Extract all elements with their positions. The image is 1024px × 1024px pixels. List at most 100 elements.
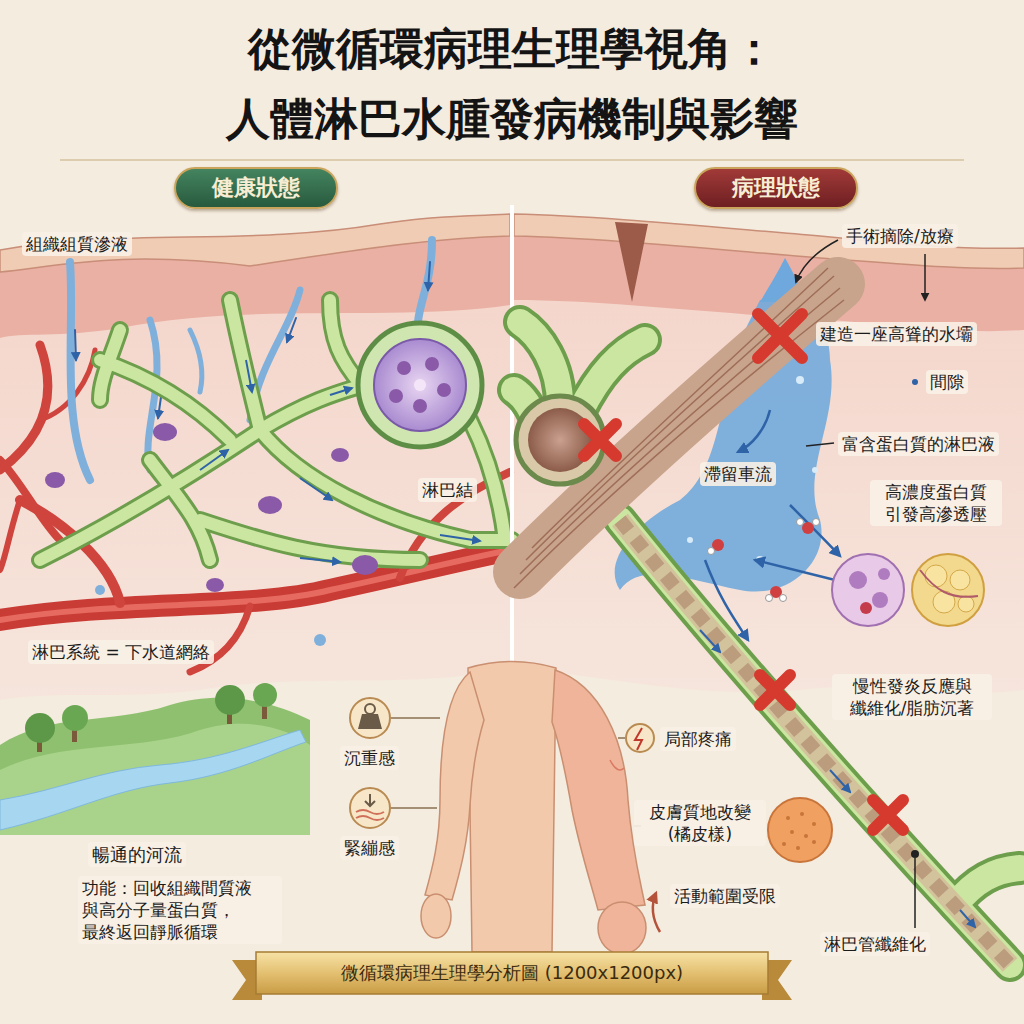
leader-line <box>912 379 918 385</box>
immune-cells <box>258 496 282 514</box>
symptom-icon <box>796 846 800 850</box>
callout-label: 組織組質滲液 <box>22 232 132 256</box>
callout-label: 沉重感 <box>340 746 399 770</box>
blood-vessels <box>0 550 510 620</box>
symptom-icon <box>358 714 382 729</box>
river-landscape <box>25 713 55 743</box>
diseased-tissue <box>514 214 1024 268</box>
title-rule <box>60 159 964 161</box>
lymphatic-network <box>246 360 252 392</box>
lymphatic-network <box>40 300 512 560</box>
interstitial-fluid <box>148 320 157 470</box>
blockage-mark <box>760 675 790 705</box>
lymphatic-network <box>440 535 480 541</box>
symptom-icon <box>365 704 375 714</box>
caption-text: 微循環病理生理學分析圖 (1200x1200px) <box>341 961 683 985</box>
lymph-node <box>397 361 411 375</box>
state-pill: 健康狀態 <box>174 167 338 209</box>
immune-cells <box>331 448 349 462</box>
symptom-icon <box>356 810 384 814</box>
lymph-node <box>358 323 482 447</box>
interstitial-fluid <box>95 585 105 595</box>
callout-label: 富含蛋白質的淋巴液 <box>838 432 999 456</box>
immune-cells <box>45 423 378 592</box>
symptom-icon <box>635 728 642 750</box>
immune-cells <box>45 472 65 488</box>
lymphatic-network <box>300 558 340 562</box>
fibrous-dam <box>526 276 834 560</box>
fibrous-dam <box>520 284 838 572</box>
flow-arrows <box>790 505 840 556</box>
river-landscape <box>253 683 277 707</box>
leader-line <box>924 254 926 300</box>
state-pill: 病理狀態 <box>694 167 858 209</box>
protein-molecules <box>708 519 820 602</box>
lymphatic-network <box>200 450 228 470</box>
diseased-tissue <box>514 214 1024 693</box>
symptom-icon <box>782 812 816 850</box>
flow-arrows <box>705 560 748 640</box>
immune-cells <box>153 423 177 441</box>
fibrous-dam <box>520 288 840 574</box>
symptom-icon <box>626 724 654 752</box>
callout-label: 淋巴結 <box>418 478 477 502</box>
fibrous-dam <box>514 268 844 588</box>
panel-divider <box>510 205 514 668</box>
surgical-scar <box>615 222 648 302</box>
lymph-node <box>437 383 451 397</box>
interstitial-fluid <box>418 240 432 322</box>
diseased-tissue <box>514 214 1024 693</box>
lymph-node <box>425 357 439 371</box>
blood-vessels <box>0 500 20 570</box>
leader-line <box>914 858 916 928</box>
inflammation-fat-cells <box>920 570 978 597</box>
symptom-icon <box>800 812 804 816</box>
protein-molecules <box>802 522 814 534</box>
callout-label: 功能：回收組織間質液 與高分子量蛋白質， 最終返回靜脈循環 <box>78 876 282 944</box>
inflammation-fat-cells <box>925 565 947 587</box>
inflammation-fat-cells <box>832 554 904 626</box>
symptom-icon <box>350 788 390 828</box>
inflammation-fat-cells <box>958 596 974 612</box>
removed-lymph-node <box>516 396 604 484</box>
blockage-mark <box>873 800 903 830</box>
lymph-pool <box>812 467 818 473</box>
symptom-icon <box>356 816 384 820</box>
callout-label: 間隙 <box>926 370 968 394</box>
inflammation-fat-cells <box>872 592 888 608</box>
inflammation-fat-cells <box>912 554 984 626</box>
symptom-icon <box>812 822 816 826</box>
human-figure <box>421 662 646 955</box>
interstitial-fluid <box>428 262 430 290</box>
symptom-icon <box>812 840 816 844</box>
river-landscape <box>262 705 267 719</box>
river-landscape <box>62 705 88 731</box>
interstitial-fluid <box>75 330 76 360</box>
callout-label: 慢性發炎反應與 纖維化/脂肪沉著 <box>832 674 992 720</box>
protein-molecules <box>797 519 804 526</box>
damaged-lymphatics <box>514 322 1020 965</box>
interstitial-fluid <box>287 318 296 342</box>
symptom-icon <box>391 717 440 719</box>
leader-line <box>911 850 919 858</box>
human-figure <box>552 670 645 910</box>
callout-label: 活動範圍受限 <box>670 884 780 908</box>
callout-label: 皮膚質地改變 (橘皮樣) <box>634 800 766 846</box>
symptom-icon <box>804 834 808 838</box>
interstitial-fluid <box>70 262 90 480</box>
inflammation-fat-cells <box>849 571 867 589</box>
lymphatic-network <box>40 300 512 560</box>
blockage-mark <box>584 424 616 456</box>
lymph-node <box>389 389 403 403</box>
lymphatic-network <box>40 300 512 562</box>
symptom-icon <box>365 794 375 806</box>
blood-vessels <box>0 550 510 620</box>
pill-text: 健康狀態 <box>212 174 300 202</box>
diagram-title: 從微循環病理生理學視角： 人體淋巴水腫發病機制與影響 <box>112 14 912 154</box>
human-figure <box>421 894 451 938</box>
immune-cells <box>206 578 224 592</box>
symptom-icon <box>653 893 660 932</box>
blood-vessels <box>0 345 48 470</box>
protein-molecules <box>813 519 820 526</box>
